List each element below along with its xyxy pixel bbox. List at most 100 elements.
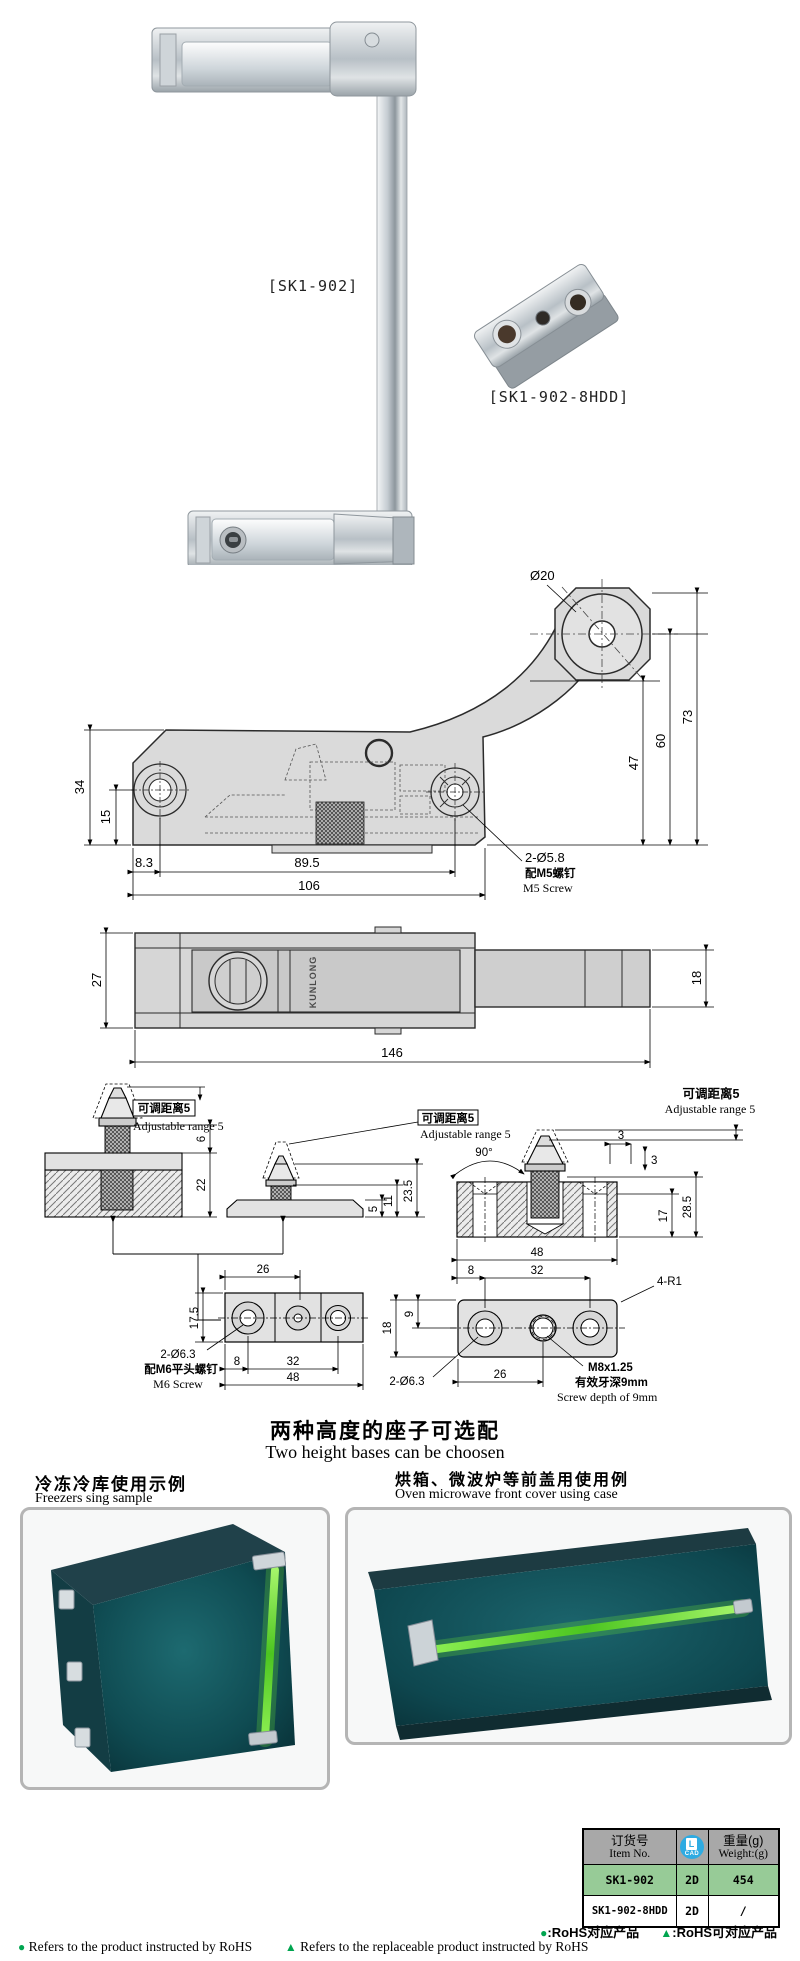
rohs-note-cn: ●:RoHS对应产品 ▲:RoHS可对应产品	[380, 1922, 777, 1941]
thread-depth-en: Screw depth of 9mm	[557, 1390, 658, 1404]
brand-engraving: KUNLONG	[308, 956, 318, 1009]
dia-label: Ø20	[530, 568, 555, 583]
freezer-illustration	[51, 1524, 295, 1772]
weight-en: Weight:(g)	[718, 1847, 769, 1860]
side-details	[135, 933, 623, 1028]
top-latch	[151, 21, 417, 97]
plan-thread-block	[315, 801, 365, 845]
dim-17: 17	[658, 1210, 670, 1223]
freezer-figure	[20, 1507, 330, 1790]
dim-146: 146	[381, 1045, 403, 1060]
bases-heading-cn: 两种高度的座子可选配	[270, 1420, 500, 1443]
cad-2d-link[interactable]: 2D	[675, 1864, 709, 1896]
adjust-range-en-mid: Adjustable range 5	[420, 1127, 511, 1141]
plan-holes	[131, 738, 484, 821]
rohs-dot-icon: ●	[540, 1926, 548, 1940]
tall-base-dims	[127, 1086, 217, 1218]
rohs-en-dot-text: Refers to the product instructed by RoHS	[28, 1939, 253, 1954]
corner-radius-note: 4-R1	[657, 1276, 682, 1288]
weight-cell: 454	[707, 1864, 780, 1896]
dim-90deg: 90°	[475, 1147, 492, 1159]
oven-title-cn: 烘箱、微波炉等前盖用使用例	[395, 1472, 630, 1489]
rohs-triangle-icon: ▲	[660, 1926, 673, 1940]
dim-89-5: 89.5	[294, 855, 319, 870]
rohs-dot-icon: ●	[18, 1940, 26, 1954]
side-dimensions	[100, 927, 714, 1068]
right-base-section	[456, 1129, 618, 1242]
dim-3b: 3	[651, 1155, 657, 1167]
spec-table-wrap: 订货号 Item No. L CAD 重量(g) Weight:(g) SK1-…	[582, 1828, 780, 1928]
rohs-note-en: ● Refers to the product instructed by Ro…	[18, 1939, 788, 1955]
side-body	[134, 926, 651, 1035]
adjust-range-box-mid: 可调距离5	[422, 1111, 475, 1125]
dim-23-5: 23.5	[403, 1180, 415, 1202]
dim-48-left: 48	[287, 1372, 300, 1384]
m5-screw-note-en: M5 Screw	[523, 881, 573, 895]
rohs-cn-tri-text: :RoHS可对应产品	[672, 1925, 777, 1940]
tall-base-plan	[432, 1299, 625, 1378]
right-base-dims	[450, 1124, 743, 1238]
m6-screw-en: M6 Screw	[153, 1377, 203, 1391]
dim-47: 47	[626, 756, 641, 770]
adjust-range-cn-right: 可调距离5	[683, 1086, 740, 1101]
plan-dimensions	[84, 584, 708, 900]
item-no-en: Item No.	[609, 1847, 651, 1860]
dim-18-side: 18	[689, 971, 704, 985]
product-photo	[151, 21, 619, 565]
item-no-cell: SK1-902	[582, 1864, 677, 1896]
weight-header: 重量(g) Weight:(g)	[707, 1828, 780, 1865]
spec-header-row: 订货号 Item No. L CAD 重量(g) Weight:(g)	[582, 1828, 780, 1865]
tall-base-plan-dims	[390, 1239, 655, 1387]
adjust-range-en-left: Adjustable range 5	[133, 1119, 224, 1133]
dim-34: 34	[72, 780, 87, 794]
dim-26-left: 26	[257, 1264, 270, 1276]
dim-22: 22	[196, 1179, 208, 1192]
base-views-drawing: 可调距离5 Adjustable range 5 6 22 可调距离5 Adju…	[44, 1083, 756, 1404]
block-product-label: [SK1-902-8HDD]	[488, 388, 630, 406]
dim-6: 6	[196, 1136, 208, 1142]
freezer-title-cn: 冷冻冷库使用示例	[35, 1475, 187, 1494]
adjust-range-box-left: 可调距离5	[138, 1101, 191, 1115]
short-base-dims	[288, 1109, 479, 1218]
short-base-plan	[218, 1292, 370, 1343]
dim-15: 15	[98, 810, 113, 824]
cad-doc-glyph: L	[686, 1838, 697, 1850]
hole-note-m6: 2-Ø6.3	[160, 1349, 195, 1361]
spec-table: 订货号 Item No. L CAD 重量(g) Weight:(g) SK1-…	[582, 1828, 780, 1928]
dim-8-right: 8	[468, 1265, 474, 1277]
m5-screw-note-cn: 配M5螺钉	[525, 866, 576, 880]
dim-106: 106	[298, 878, 320, 893]
dim-27: 27	[89, 973, 104, 987]
oven-illustration	[368, 1528, 772, 1740]
weight-cn: 重量(g)	[723, 1833, 764, 1848]
table-row: SK1-902 2D 454	[582, 1864, 780, 1896]
item-no-cell: SK1-902-8HDD	[582, 1895, 677, 1928]
rohs-cn-dot-text: :RoHS对应产品	[547, 1925, 640, 1940]
dim-32-right: 32	[531, 1265, 544, 1277]
table-row: SK1-902-8HDD 2D /	[582, 1895, 780, 1928]
freezer-title-en: Freezers sing sample	[35, 1491, 153, 1506]
cad-header: L CAD	[675, 1828, 709, 1865]
bottom-latch	[187, 510, 415, 565]
cad-icon: L CAD	[680, 1835, 704, 1859]
dim-8-left: 8	[234, 1356, 240, 1368]
dim-73: 73	[680, 710, 695, 724]
oven-figure	[345, 1507, 792, 1745]
bases-heading-en: Two height bases can be choosen	[265, 1442, 505, 1462]
tall-base-section	[44, 1083, 183, 1218]
plan-body	[132, 587, 651, 854]
dim-32-left: 32	[287, 1356, 300, 1368]
adjust-range-en-right: Adjustable range 5	[665, 1102, 756, 1116]
rohs-en-tri-text: Refers to the replaceable product instru…	[300, 1939, 589, 1954]
dim-48-right: 48	[531, 1247, 544, 1259]
grouping-bracket	[110, 1215, 286, 1321]
dim-9: 9	[404, 1311, 416, 1317]
dim-8-3: 8.3	[135, 855, 153, 870]
freezer-hinges	[58, 1589, 91, 1748]
dim-17-5: 17.5	[189, 1307, 201, 1329]
hole-note-2-d5-8: 2-Ø5.8	[525, 850, 565, 865]
dim-18-plate: 18	[382, 1322, 394, 1335]
mounting-block	[474, 264, 619, 389]
m6-screw-cn: 配M6平头螺钉	[144, 1362, 218, 1376]
